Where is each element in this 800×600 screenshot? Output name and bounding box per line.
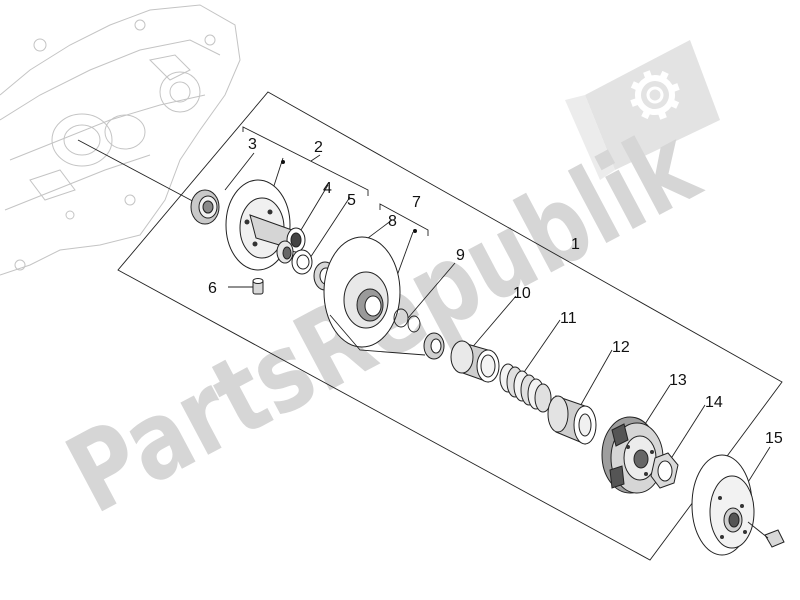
callout-5: 5	[347, 192, 356, 209]
callout-7: 7	[412, 194, 421, 211]
watermark-flag	[565, 40, 720, 180]
part-6-pin	[252, 278, 264, 295]
part-15-clutch-bell	[691, 454, 785, 556]
callout-labels: 1 2 3 4 5 6 7 8 9 10 11 12 13 14 15	[208, 136, 783, 447]
part-14-nut	[650, 452, 679, 489]
part-9-seals	[393, 308, 445, 360]
callout-6: 6	[208, 280, 217, 297]
part-2-pulley-half	[225, 160, 306, 271]
callout-3: 3	[248, 136, 257, 153]
bracket-7	[379, 203, 429, 236]
axis-line	[77, 139, 201, 206]
part-10-sleeve	[450, 340, 500, 383]
part-4-needle-bearing	[276, 240, 294, 264]
part-7-pulley-half	[323, 229, 426, 356]
assembly-frame	[117, 91, 783, 561]
callout-2: 2	[314, 139, 323, 156]
part-5-ring	[291, 249, 313, 275]
callout-11: 11	[560, 310, 577, 327]
callout-1: 1	[571, 236, 580, 253]
callout-9: 9	[456, 247, 465, 264]
part-3-bearing	[190, 189, 220, 225]
part-13-clutch	[601, 416, 664, 494]
callout-4: 4	[323, 180, 332, 197]
engine-housing	[0, 4, 241, 276]
bracket-2	[242, 126, 369, 196]
callout-15: 15	[765, 430, 783, 447]
gear-icon	[630, 70, 680, 120]
callout-14: 14	[705, 394, 723, 411]
callout-13: 13	[669, 372, 687, 389]
part-12-bushing	[547, 395, 597, 445]
callout-10: 10	[513, 285, 531, 302]
callout-12: 12	[612, 339, 630, 356]
callout-8: 8	[388, 213, 397, 230]
part-11-spring	[499, 363, 552, 413]
